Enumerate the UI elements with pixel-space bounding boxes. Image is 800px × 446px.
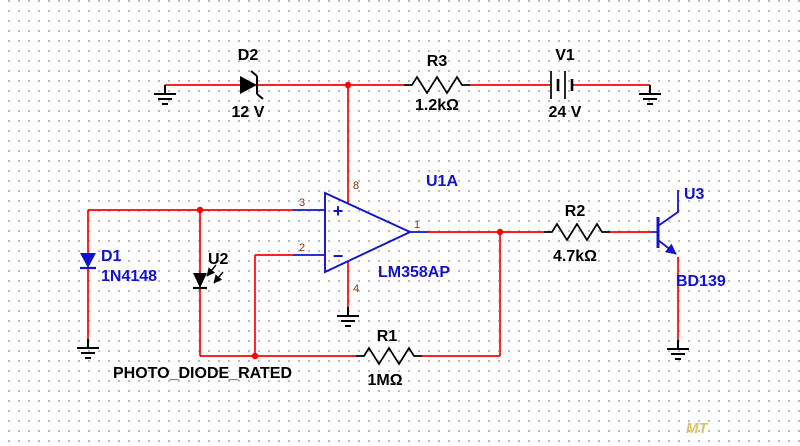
r3-ref-label: R3: [427, 53, 448, 70]
light-arrow: [206, 264, 217, 277]
u2-ref-label: U2: [208, 251, 229, 268]
resistor-zigzag: [404, 75, 470, 95]
junction-dot: [196, 206, 204, 214]
battery-v1[interactable]: V1 24 V: [549, 47, 582, 121]
resistor-r3[interactable]: R3 1.2kΩ: [404, 53, 470, 114]
resistor-r2[interactable]: R2 4.7kΩ: [544, 203, 610, 265]
r3-value-label: 1.2kΩ: [415, 97, 459, 114]
collector-lead: [657, 190, 679, 227]
zener-tick: [250, 70, 258, 77]
diode-triangle: [80, 253, 96, 268]
watermark-text: MT: [686, 420, 709, 437]
u1a-pin1-number: 1: [414, 219, 420, 231]
u1a-value-label: LM358AP: [378, 264, 450, 281]
opamp-plus-sign: +: [333, 201, 344, 221]
r1-ref-label: R1: [377, 328, 398, 345]
d2-value-label: 12 V: [232, 104, 265, 121]
ground-symbol: [76, 338, 100, 359]
photodiode-u2[interactable]: U2 PHOTO_DIODE_RATED: [113, 251, 292, 382]
r2-ref-label: R2: [565, 203, 586, 220]
zener-tick: [256, 93, 264, 100]
ground-symbol: [153, 84, 177, 105]
u1a-pin3-number: 3: [299, 197, 305, 209]
r1-value-label: 1MΩ: [367, 372, 402, 389]
resistor-zigzag: [544, 222, 610, 242]
junction-dot: [496, 228, 504, 236]
u3-value-label: BD139: [676, 273, 726, 290]
d1-value-label: 1N4148: [101, 268, 157, 285]
u1a-ref-label: U1A: [426, 173, 458, 190]
diode-d1[interactable]: D1 1N4148: [80, 248, 157, 285]
d1-ref-label: D1: [101, 248, 122, 265]
v1-ref-label: V1: [555, 47, 575, 64]
u2-value-label: PHOTO_DIODE_RATED: [113, 365, 292, 382]
u1a-pin2-number: 2: [299, 242, 305, 254]
ground-symbol: [666, 339, 690, 360]
wires: [87, 84, 679, 357]
zener-diode-d2[interactable]: D2 12 V: [232, 47, 265, 121]
emitter-lead: [657, 239, 677, 255]
u1a-pin4-number: 4: [353, 283, 359, 295]
resistor-r1[interactable]: R1 1MΩ: [356, 328, 422, 389]
diode-triangle: [193, 273, 207, 288]
light-arrow: [213, 271, 224, 284]
transistor-u3[interactable]: U3 BD139: [651, 186, 726, 290]
resistor-zigzag: [356, 346, 422, 366]
v1-value-label: 24 V: [549, 104, 582, 121]
opamp-minus-sign: −: [333, 246, 344, 266]
junction-dot: [251, 352, 259, 360]
d2-ref-label: D2: [238, 47, 259, 64]
junction-dot: [344, 81, 352, 89]
r2-value-label: 4.7kΩ: [553, 248, 597, 265]
diode-triangle: [240, 76, 257, 94]
u1a-pin8-number: 8: [353, 180, 359, 192]
ground-symbol: [336, 306, 360, 327]
opamp-u1a[interactable]: + − U1A LM358AP 8 4 3 2 1: [293, 173, 458, 295]
u3-ref-label: U3: [684, 186, 705, 203]
ground-symbol: [638, 84, 662, 105]
opamp-triangle: [324, 191, 413, 274]
junction-dots: [196, 81, 504, 360]
